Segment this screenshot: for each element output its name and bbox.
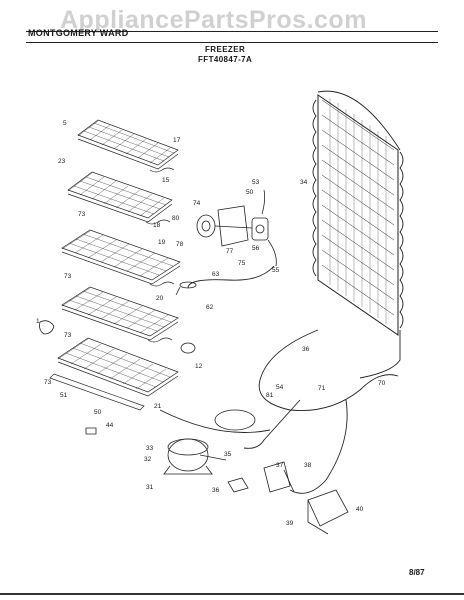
- evaporator-coil: [312, 90, 404, 336]
- small-parts: [39, 281, 197, 435]
- label-50: 50: [246, 189, 254, 196]
- label-63: 63: [212, 271, 220, 278]
- label-33: 33: [146, 445, 154, 452]
- label-81: 81: [266, 392, 274, 399]
- label-62: 62: [206, 304, 214, 311]
- label-51: 51: [60, 392, 68, 399]
- fan-motor-assembly: [196, 189, 277, 267]
- label-17: 17: [173, 137, 181, 144]
- label-39: 39: [286, 520, 294, 527]
- label-38: 38: [304, 462, 312, 469]
- header-rule: [26, 42, 438, 43]
- label-78: 78: [176, 241, 184, 248]
- label-19: 19: [158, 239, 166, 246]
- label-50b: 50: [94, 409, 102, 416]
- section-title: FREEZER: [205, 45, 246, 54]
- label-35: 35: [224, 451, 232, 458]
- label-37: 37: [276, 462, 284, 469]
- label-54: 54: [276, 384, 284, 391]
- part-labels: 5 17 23 15 73 18 74 80 53 50 34 19 77 78…: [36, 120, 386, 527]
- shelves: [49, 119, 181, 411]
- label-73c: 73: [64, 332, 72, 339]
- watermark: AppliancePartsPros.com: [60, 6, 367, 34]
- label-5: 5: [63, 120, 67, 127]
- label-70: 70: [378, 380, 386, 387]
- refrigerant-tubing: [159, 265, 401, 494]
- label-21: 21: [154, 403, 162, 410]
- label-55: 55: [272, 267, 280, 274]
- label-44: 44: [106, 422, 114, 429]
- footer-rule: [0, 593, 464, 595]
- label-56: 56: [252, 245, 260, 252]
- label-73: 73: [78, 211, 86, 218]
- label-73b: 73: [64, 273, 72, 280]
- label-36: 36: [302, 346, 310, 353]
- relay-and-pan: [214, 409, 349, 535]
- label-80: 80: [172, 215, 180, 222]
- model-number: FFT40847-7A: [198, 55, 253, 64]
- label-12: 12: [195, 363, 203, 370]
- label-40: 40: [356, 506, 364, 513]
- label-71: 71: [318, 385, 326, 392]
- header-rule-top: [26, 31, 438, 32]
- label-75: 75: [238, 260, 246, 267]
- label-73d: 73: [44, 379, 52, 386]
- label-15: 15: [162, 177, 170, 184]
- label-31: 31: [146, 484, 154, 491]
- label-32: 32: [144, 456, 152, 463]
- revision-date: 8/87: [409, 568, 425, 577]
- label-1: 1: [36, 318, 40, 325]
- label-36b: 36: [212, 487, 220, 494]
- label-18: 18: [153, 222, 161, 229]
- label-20: 20: [156, 295, 164, 302]
- label-74: 74: [193, 200, 201, 207]
- label-34: 34: [300, 179, 308, 186]
- label-77: 77: [226, 248, 234, 255]
- brand-label: MONTGOMERY WARD: [28, 28, 129, 38]
- label-53: 53: [252, 179, 260, 186]
- compressor: [163, 438, 227, 475]
- label-23: 23: [58, 158, 66, 165]
